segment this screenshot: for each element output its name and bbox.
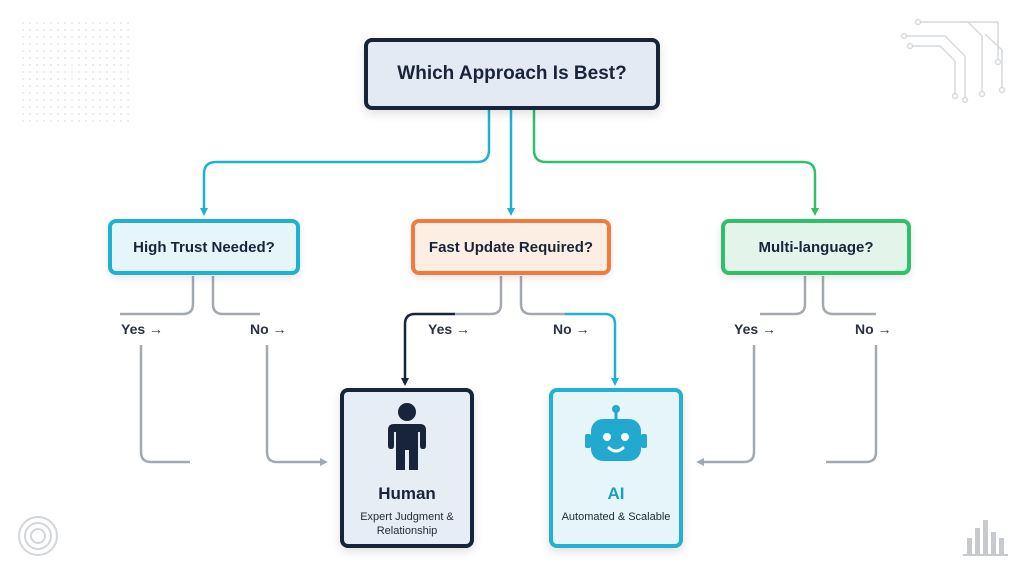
trust-no-stem <box>211 276 260 316</box>
connector-root-to-lang <box>532 110 819 216</box>
person-icon <box>344 402 470 470</box>
result-human-title: Human <box>378 484 436 503</box>
question-multi-language: Multi-language? <box>721 219 911 275</box>
result-ai-description: Automated & Scalable <box>557 510 675 524</box>
trust-no-line <box>265 345 328 466</box>
fast-no-line <box>565 312 619 386</box>
result-human-desc-line2: Relationship <box>376 525 438 537</box>
question-high-trust: High Trust Needed? <box>108 219 300 275</box>
fast-no-label: No → <box>553 321 590 337</box>
lang-no-line <box>826 345 878 464</box>
result-ai-card: AI Automated & Scalable <box>549 388 683 548</box>
root-question-box: Which Approach Is Best? <box>364 38 660 110</box>
result-human-description: Expert Judgment & Relationship <box>348 510 466 538</box>
fast-yes-label: Yes → <box>428 321 471 337</box>
bar-chart-icon <box>963 520 1008 556</box>
result-ai-title: AI <box>607 484 625 503</box>
lang-yes-label: Yes → <box>734 321 777 337</box>
concentric-circles-icon <box>18 516 58 556</box>
fast-yes-line <box>401 312 455 386</box>
lang-no-label: No → <box>855 321 892 337</box>
robot-icon <box>553 402 679 466</box>
dot-grid-pattern <box>18 18 130 126</box>
fast-yes-stem <box>455 276 503 316</box>
circuit-icon <box>900 18 1006 104</box>
root-question-label: Which Approach Is Best? <box>397 63 627 84</box>
lang-yes-line <box>696 345 756 466</box>
question-label: High Trust Needed? <box>133 238 275 256</box>
trust-yes-line <box>139 345 190 464</box>
question-fast-update: Fast Update Required? <box>411 219 611 275</box>
trust-yes-label: Yes → <box>121 321 164 337</box>
fast-no-stem <box>519 276 565 316</box>
question-label: Multi-language? <box>758 238 874 256</box>
trust-no-label: No → <box>250 321 287 337</box>
result-ai-desc-line1: Automated & Scalable <box>561 511 671 523</box>
trust-yes-stem <box>120 276 195 316</box>
lang-no-stem <box>821 276 876 316</box>
lang-yes-stem <box>760 276 807 316</box>
connector-root-to-trust <box>200 110 491 216</box>
result-human-card: Human Expert Judgment & Relationship <box>340 388 474 548</box>
result-human-desc-line1: Expert Judgment & <box>360 511 454 523</box>
question-label: Fast Update Required? <box>428 238 594 256</box>
